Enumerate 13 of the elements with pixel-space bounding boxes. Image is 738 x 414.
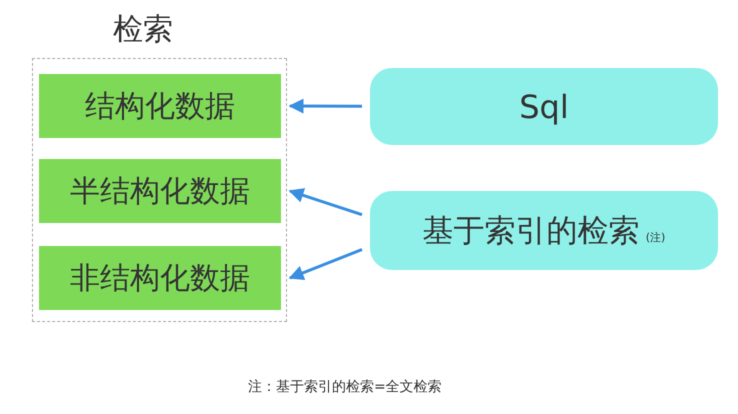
arrow xyxy=(288,98,362,114)
category-box: 半结构化数据 xyxy=(39,159,281,223)
group-title: 检索 xyxy=(113,11,173,49)
method-box xyxy=(370,191,718,270)
footnote: 注：基于索引的检索=全文检索 xyxy=(248,378,442,396)
category-box: 非结构化数据 xyxy=(39,246,281,310)
method-box xyxy=(370,68,718,145)
method-label: 基于索引的检索 xyxy=(422,212,640,250)
arrow xyxy=(288,248,363,280)
method-label: Sql xyxy=(519,88,569,126)
footnote-mark: (注) xyxy=(646,230,666,245)
arrow xyxy=(288,188,362,216)
category-box: 结构化数据 xyxy=(39,74,281,138)
